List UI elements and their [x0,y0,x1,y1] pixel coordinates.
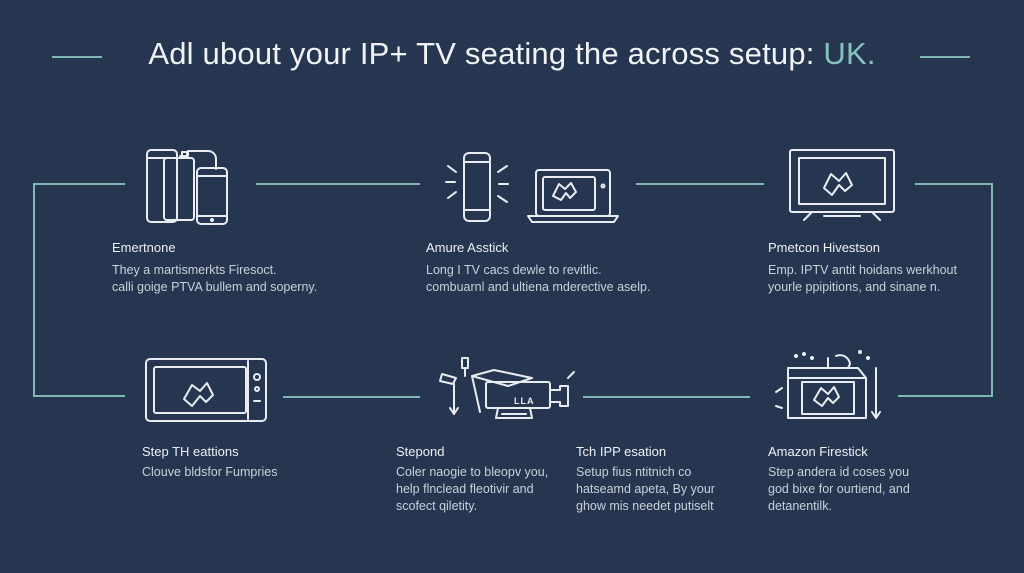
title-main: Adl ubout your IP+ TV seating the across… [148,36,824,71]
phone-laptop-icon [440,148,625,228]
step-description: Clouve bldsfor Fumpries [142,464,277,481]
description-line: scofect qiletity. [396,499,478,513]
description-line: Coler naogie to bleopv you, [396,465,549,479]
connector-line [283,396,420,398]
connector-line [256,183,420,185]
description-line: god bixe for ourtiend, and [768,482,910,496]
device-label: LLA [514,396,535,406]
description-line: Long I TV cacs dewle to revitlic. [426,263,602,277]
step-description: Long I TV cacs dewle to revitlic. combua… [426,262,650,296]
description-line: hatseamd apeta, By your [576,482,715,496]
step-label: Stepond [396,444,445,459]
connector-line [898,395,993,397]
description-line: Step andera id coses you [768,465,910,479]
microwave-screen-icon [140,355,270,425]
description-line: They a martismerkts Firesoct. [112,263,277,277]
description-line: ghow mis needet putiselt [576,499,714,513]
step-label: Pmetcon Hivestson [768,240,880,255]
step-label: Step TH eattions [142,444,239,459]
description-line: detanentilk. [768,499,832,513]
description-line: help flnclead fleotivir and [396,482,534,496]
step-label: Amazon Firestick [768,444,868,459]
description-line: combuarnl and ultiena mderective aselp. [426,280,651,294]
description-line: calli goige PTVA bullem and soperny. [112,280,318,294]
connector-line [636,183,764,185]
step-description: Setup fius ntitnich co hatseamd apeta, B… [576,464,715,515]
connector-line [33,395,125,397]
connector-line [991,183,993,397]
step-description: Emp. IPTV antit hoidans werkhout yourle … [768,262,957,296]
connector-line [915,183,993,185]
step-description: They a martismerkts Firesoct. calli goig… [112,262,317,296]
description-line: Emp. IPTV antit hoidans werkhout [768,263,957,277]
title-right-rule [920,56,970,58]
description-line: Clouve bldsfor Fumpries [142,465,278,479]
description-line: Setup fius ntitnich co [576,465,692,479]
step-description: Coler naogie to bleopv you, help flnclea… [396,464,548,515]
phones-icon [140,142,240,230]
step-description: Step andera id coses you god bixe for ou… [768,464,910,515]
connector-line [583,396,750,398]
title-accent: UK. [823,36,876,71]
page-title: Adl ubout your IP+ TV seating the across… [0,36,1024,72]
firestick-box-icon [772,348,890,424]
description-line: yourle ppipitions, and sinane n. [768,280,941,294]
step-label: Emertnone [112,240,176,255]
tv-icon [784,146,900,226]
projector-icon: LLA [432,354,582,426]
step-label: Tch IPP esation [576,444,667,459]
connector-line [33,183,35,397]
step-label: Amure Asstick [426,240,509,255]
connector-line [33,183,125,185]
title-left-rule [52,56,102,58]
title-row: Adl ubout your IP+ TV seating the across… [0,36,1024,76]
